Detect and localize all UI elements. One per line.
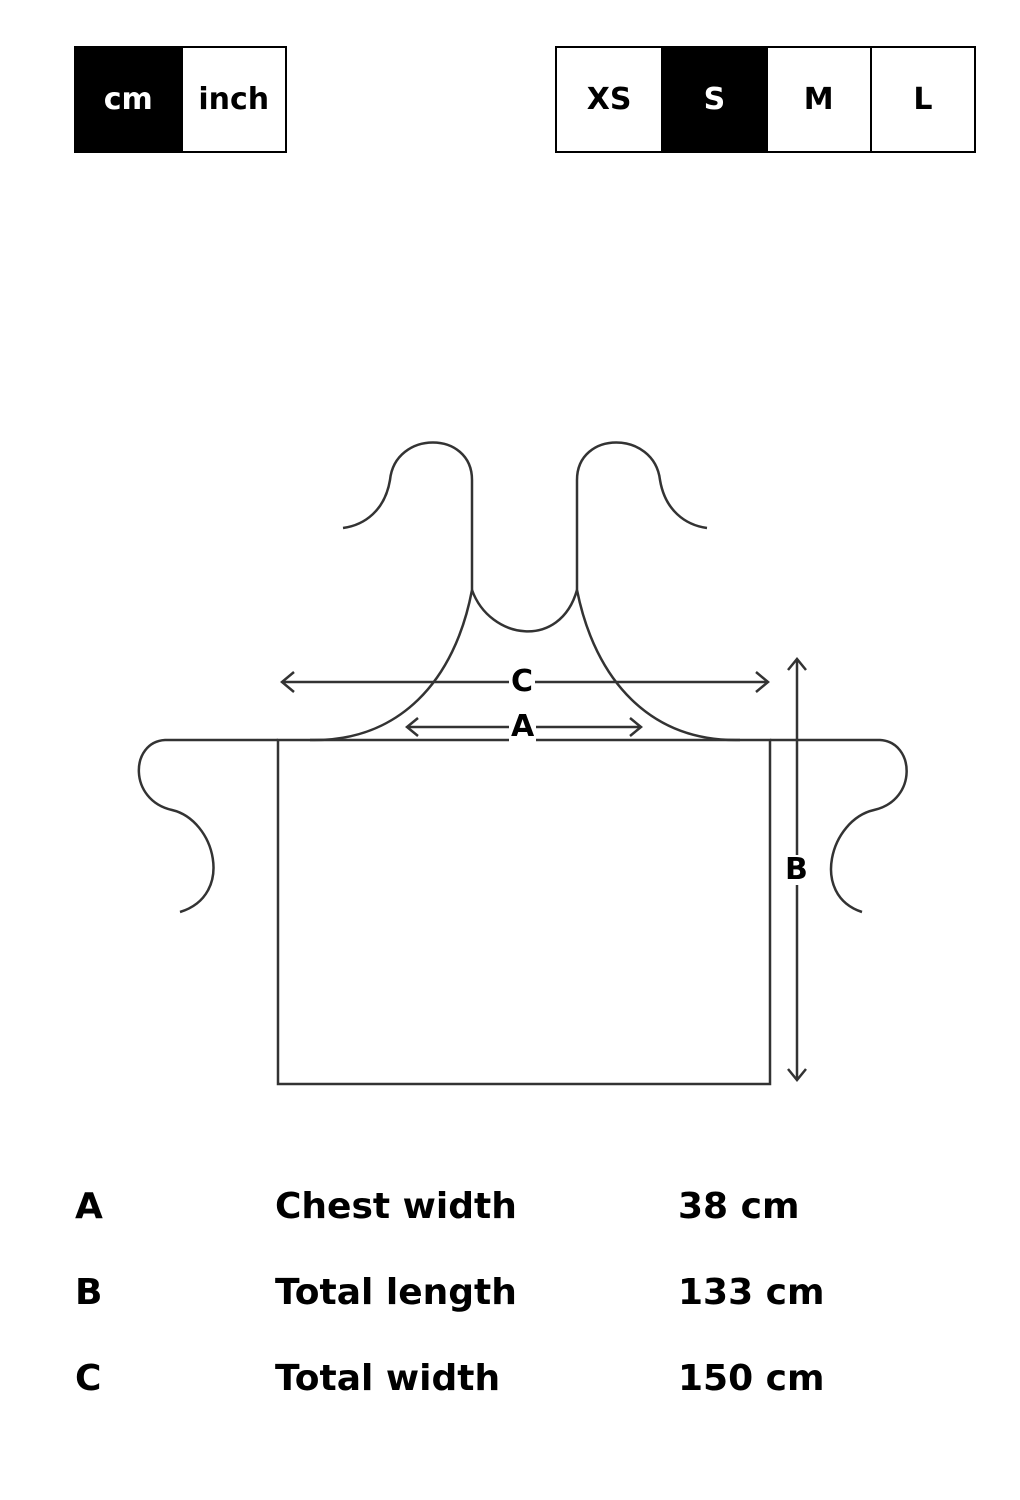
measurement-key: C (75, 1358, 102, 1399)
neckline (470, 589, 579, 633)
right-neck-strap (575, 441, 741, 742)
measurement-row: A Chest width 38 cm (0, 1186, 1020, 1246)
measurement-name: Chest width (275, 1186, 517, 1227)
size-option-l[interactable]: L (869, 48, 974, 151)
measurement-value: 38 cm (678, 1186, 800, 1227)
measurement-value: 150 cm (678, 1358, 825, 1399)
measurement-key: A (75, 1186, 103, 1227)
measurement-row: B Total length 133 cm (0, 1272, 1020, 1332)
unit-option-inch[interactable]: inch (180, 48, 286, 151)
measurement-value: 133 cm (678, 1272, 825, 1313)
left-waist-tie (137, 738, 278, 914)
label-c: C (509, 664, 536, 699)
apron-body (276, 738, 772, 1086)
measurement-key: B (75, 1272, 103, 1313)
size-option-s[interactable]: S (661, 48, 766, 151)
size-option-m[interactable]: M (765, 48, 870, 151)
unit-toggle: cm inch (74, 46, 287, 153)
measurement-name: Total width (275, 1358, 501, 1399)
apron-diagram (137, 441, 908, 1086)
size-selector: XS S M L (555, 46, 976, 153)
label-b: B (783, 852, 810, 887)
label-a: A (509, 709, 537, 744)
left-neck-strap (309, 441, 474, 742)
measurement-row: C Total width 150 cm (0, 1358, 1020, 1418)
unit-option-cm[interactable]: cm (76, 48, 181, 151)
measurement-name: Total length (275, 1272, 517, 1313)
size-option-xs[interactable]: XS (586, 82, 632, 117)
